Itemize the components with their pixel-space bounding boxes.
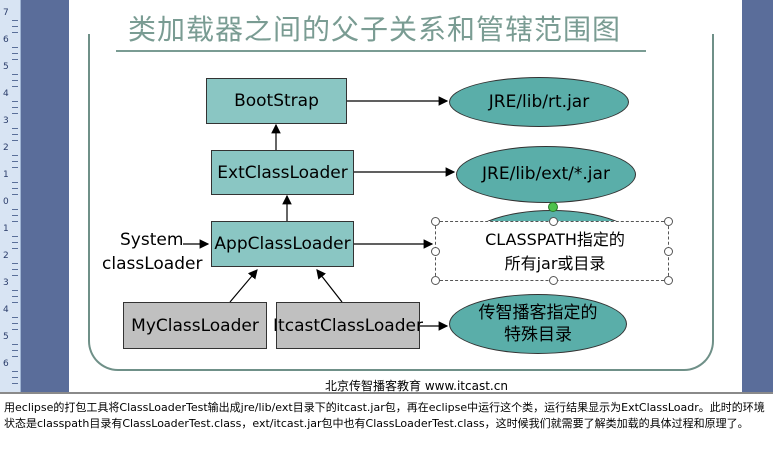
ext-loader-label: ExtClassLoader (217, 162, 348, 183)
resize-handle-sw[interactable] (431, 276, 440, 285)
rt-jar-label: JRE/lib/rt.jar (488, 91, 590, 112)
ruler-minor-tick (12, 236, 18, 237)
ruler-minor-tick (12, 350, 18, 351)
ruler-minor-tick (12, 20, 18, 21)
slide-footer: 北京传智播客教育 www.itcast.cn (325, 379, 508, 393)
ruler-minor-tick (12, 317, 18, 318)
ruler-minor-tick (12, 74, 18, 75)
ruler-minor-tick (12, 47, 18, 48)
ruler-minor-tick (12, 188, 18, 189)
ruler-minor-tick (12, 26, 18, 27)
ruler-minor-tick (12, 302, 18, 303)
ruler-minor-tick (12, 263, 18, 264)
my-loader-box[interactable]: MyClassLoader (123, 302, 267, 349)
resize-handle-e[interactable] (664, 247, 673, 256)
resize-handle-ne[interactable] (664, 217, 673, 226)
resize-handle-w[interactable] (431, 247, 440, 256)
ruler-minor-tick (12, 140, 18, 141)
ruler-minor-tick (12, 80, 18, 81)
ruler-minor-tick (12, 101, 18, 102)
app-loader-label: AppClassLoader (214, 234, 351, 254)
textbox-selection[interactable] (431, 202, 673, 285)
ruler-minor-tick (12, 356, 18, 357)
ruler-tick: 3 (3, 278, 9, 288)
ruler-minor-tick (12, 323, 18, 324)
ruler-minor-tick (12, 215, 18, 216)
ruler-tick: 6 (3, 35, 9, 45)
ruler-minor-tick (12, 107, 18, 108)
ruler-minor-tick (12, 194, 18, 195)
ruler-minor-tick (12, 221, 18, 222)
notes-pane[interactable]: 用eclipse的打包工具将ClassLoaderTest输出成jre/lib/… (0, 392, 773, 455)
rt-jar-ellipse[interactable]: JRE/lib/rt.jar (449, 77, 629, 127)
ext-loader-box[interactable]: ExtClassLoader (211, 150, 354, 195)
ruler-minor-tick (12, 86, 18, 87)
my-loader-label: MyClassLoader (131, 315, 259, 336)
system-label-1: System (120, 230, 184, 250)
ruler-tick: 2 (3, 251, 9, 261)
ruler-minor-tick (12, 134, 18, 135)
ruler-minor-tick (12, 296, 18, 297)
ruler-tick: 7 (3, 8, 9, 18)
notes-text: 用eclipse的打包工具将ClassLoaderTest输出成jre/lib/… (4, 401, 765, 430)
itcast-dir-line2: 特殊目录 (504, 325, 572, 345)
itcast-dir-line1: 传智播客指定的 (478, 302, 598, 323)
resize-handle-s[interactable] (549, 276, 558, 285)
ruler-minor-tick (12, 383, 18, 384)
ruler-minor-tick (12, 59, 18, 60)
ruler-minor-tick (12, 113, 18, 114)
itcast-dir-ellipse[interactable]: 传智播客指定的 特殊目录 (449, 294, 627, 354)
ruler-minor-tick (12, 377, 18, 378)
ruler-minor-tick (12, 275, 18, 276)
ruler-tick: 3 (3, 116, 9, 126)
ruler-tick: 4 (3, 305, 9, 315)
ruler-tick: 2 (3, 143, 9, 153)
connector-arrows (183, 96, 456, 331)
title-underline (116, 50, 646, 52)
ruler-minor-tick (12, 242, 18, 243)
bootstrap-box[interactable]: BootStrap (206, 78, 347, 124)
ruler-tick: 1 (3, 170, 9, 180)
classpath-line1: CLASSPATH指定的 (485, 230, 625, 249)
ruler-minor-tick (12, 209, 18, 210)
ruler-minor-tick (12, 371, 18, 372)
slide-title[interactable]: 类加载器之间的父子关系和管辖范围图 (128, 13, 622, 46)
ruler-minor-tick (12, 344, 18, 345)
arrow-my-app (229, 269, 258, 303)
ruler-tick: 5 (3, 332, 9, 342)
app-loader-box[interactable]: AppClassLoader (211, 221, 354, 267)
ext-jar-ellipse[interactable]: JRE/lib/ext/*.jar (456, 146, 636, 203)
ruler-minor-tick (12, 128, 18, 129)
rotate-handle[interactable] (548, 202, 558, 212)
resize-handle-se[interactable] (664, 276, 673, 285)
ext-jar-label: JRE/lib/ext/*.jar (482, 164, 610, 185)
ruler-tick: 4 (3, 89, 9, 99)
resize-handle-n[interactable] (549, 217, 558, 226)
itcast-loader-box[interactable]: ItcastClassLoader (273, 302, 423, 349)
ruler-minor-tick (12, 248, 18, 249)
bootstrap-label: BootStrap (234, 91, 319, 111)
ruler-minor-tick (12, 269, 18, 270)
ruler-tick: 0 (3, 197, 9, 207)
arrow-itcast-app (316, 269, 343, 303)
classpath-text[interactable]: CLASSPATH指定的 所有jar或目录 (440, 228, 670, 276)
system-label-2: classLoader (102, 254, 203, 274)
ruler-tick: 5 (3, 62, 9, 72)
ruler-tick: 1 (3, 224, 9, 234)
ruler-tick: 6 (3, 359, 9, 369)
ruler-minor-tick (12, 161, 18, 162)
ruler-minor-tick (12, 329, 18, 330)
ruler-minor-tick (12, 167, 18, 168)
content-frame (88, 34, 714, 371)
vertical-ruler: 7 6 5 4 3 2 1 0 1 2 3 4 5 6 (0, 0, 21, 392)
itcast-loader-label: ItcastClassLoader (273, 315, 423, 336)
classpath-line2: 所有jar或目录 (504, 254, 606, 273)
ruler-minor-tick (12, 53, 18, 54)
ruler-minor-tick (12, 182, 18, 183)
resize-handle-nw[interactable] (431, 217, 440, 226)
ruler-minor-tick (12, 32, 18, 33)
ruler-minor-tick (12, 155, 18, 156)
ruler-minor-tick (12, 290, 18, 291)
